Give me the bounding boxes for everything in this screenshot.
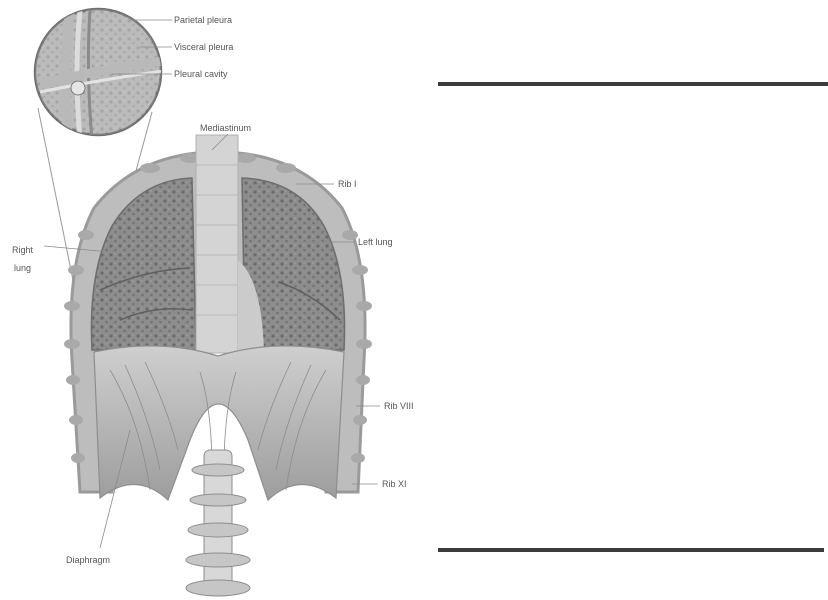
label-right-lung-line1: Right [12,245,34,255]
label-rib-1: Rib I [338,179,357,189]
label-rib-11: Rib XI [382,479,407,489]
vertebral-column [186,450,250,596]
label-mediastinum: Mediastinum [200,123,251,133]
label-visceral-pleura: Visceral pleura [174,42,233,52]
top-rule [438,82,828,86]
label-parietal-pleura: Parietal pleura [174,15,232,25]
label-diaphragm: Diaphragm [66,555,110,565]
label-pleural-cavity: Pleural cavity [174,69,228,79]
label-left-lung: Left lung [358,237,393,247]
label-right-lung-line2: lung [14,263,31,273]
bottom-rule [438,548,824,552]
pleura-magnifier-inset [30,0,170,140]
label-rib-8: Rib VIII [384,401,414,411]
